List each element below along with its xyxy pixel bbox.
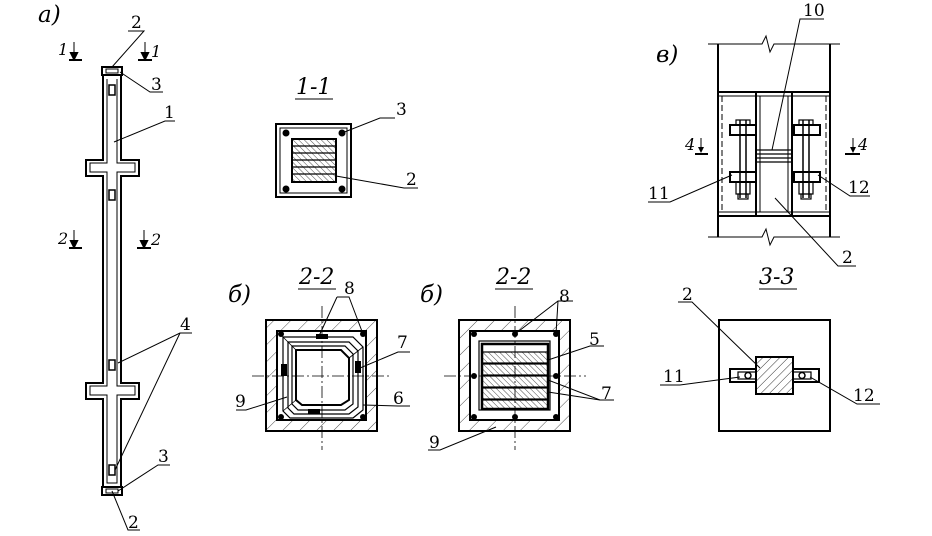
callout-12-elevation: 12	[848, 178, 870, 198]
callout-2-section-3-3: 2	[682, 285, 693, 305]
section-mark-2-left: 2	[57, 229, 68, 248]
section-mark-4-left: 4	[684, 135, 695, 154]
callout-1: 1	[164, 103, 175, 123]
section-mark-4-right: 4	[857, 135, 868, 154]
callout-11-section-3-3: 11	[663, 367, 685, 387]
callout-8-first: 8	[344, 279, 355, 299]
callout-8-second: 8	[559, 287, 570, 307]
section-3-3-title: 3-3	[759, 265, 794, 290]
callout-3-top: 3	[151, 75, 162, 95]
section-3-3-drawing	[660, 301, 880, 432]
callout-6: 6	[393, 389, 404, 409]
section-2-2-second-drawing	[428, 300, 614, 451]
panel-b-label-first: б)	[228, 282, 251, 308]
section-1-1-drawing	[275, 117, 418, 198]
callout-12-section-3-3: 12	[853, 386, 875, 406]
callout-2-section-1-1: 2	[406, 170, 417, 190]
panel-a-label: а)	[38, 2, 61, 28]
leaders-a	[111, 30, 192, 531]
callout-2-bottom: 2	[128, 513, 139, 533]
callout-7-first: 7	[397, 333, 408, 353]
callout-2-top: 2	[131, 13, 142, 33]
section-1-1-title: 1-1	[296, 75, 331, 100]
section-2-2-first-drawing	[236, 296, 410, 450]
joint-elevation-drawing	[648, 18, 870, 267]
callout-9-second: 9	[429, 433, 440, 453]
callout-3-bottom: 3	[158, 447, 169, 467]
callout-4: 4	[180, 315, 191, 335]
panel-v-label: в)	[656, 42, 678, 68]
panel-b-label-second: б)	[420, 282, 443, 308]
section-mark-1-right: 1	[151, 42, 161, 61]
section-mark-2-2	[69, 230, 151, 250]
callout-3-section-1-1: 3	[396, 100, 407, 120]
column-elevation	[85, 66, 140, 496]
callout-9-first: 9	[235, 392, 246, 412]
section-mark-2-right: 2	[150, 230, 161, 249]
section-2-2-first-title: 2-2	[298, 265, 334, 290]
callout-2-elevation: 2	[842, 248, 853, 268]
callout-5: 5	[589, 330, 600, 350]
callout-7-second: 7	[601, 384, 612, 404]
callout-11-elevation: 11	[648, 184, 670, 204]
section-2-2-second-title: 2-2	[495, 265, 531, 290]
section-mark-1-left: 1	[58, 40, 68, 59]
section-mark-1-1	[69, 42, 152, 62]
callout-10: 10	[803, 1, 825, 21]
